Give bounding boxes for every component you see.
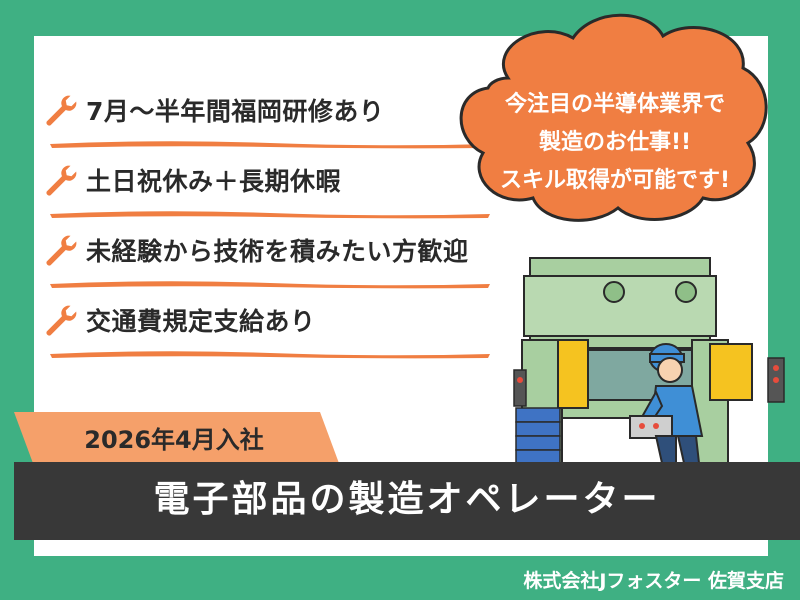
benefit-text: 未経験から技術を積みたい方歓迎 xyxy=(86,237,469,266)
benefit-item: 土日祝休み＋長期休暇 xyxy=(40,156,510,226)
hire-date-text: 2026年4月入社 xyxy=(84,426,264,454)
benefit-text: 7月～半年間福岡研修あり xyxy=(86,97,385,126)
press-machine-illustration xyxy=(513,257,785,473)
bubble-line-1: 今注目の半導体業界で xyxy=(504,92,725,117)
wrench-icon xyxy=(46,95,77,126)
bubble-line-2: 製造のお仕事!! xyxy=(538,130,692,155)
benefit-item: 未経験から技術を積みたい方歓迎 xyxy=(40,226,510,296)
wrench-icon xyxy=(46,165,77,196)
wrench-icon xyxy=(46,235,77,266)
bubble-line-3: スキル取得が可能です! xyxy=(499,168,731,193)
brush-underline xyxy=(50,141,490,149)
job-title: 電子部品の製造オペレーター xyxy=(153,479,661,520)
bubble-message: 今注目の半導体業界で 製造のお仕事!! スキル取得が可能です! xyxy=(470,86,760,200)
brush-underline xyxy=(50,351,490,359)
hire-date-ribbon xyxy=(14,412,340,466)
brush-underline xyxy=(50,211,490,219)
benefit-text: 土日祝休み＋長期休暇 xyxy=(86,167,342,196)
company-name: 株式会社Jフォスター 佐賀支店 xyxy=(523,570,784,592)
benefit-item: 7月～半年間福岡研修あり xyxy=(40,86,510,156)
benefit-list: 7月～半年間福岡研修あり 土日祝休み＋長期休暇 未経験から技術を積みたい方歓迎 xyxy=(40,86,510,366)
brush-underline xyxy=(50,281,490,289)
speech-cloud xyxy=(459,13,768,222)
benefit-text: 交通費規定支給あり xyxy=(86,307,316,336)
wrench-icon xyxy=(46,305,77,336)
title-band xyxy=(14,462,800,540)
benefit-item: 交通費規定支給あり xyxy=(40,296,510,366)
